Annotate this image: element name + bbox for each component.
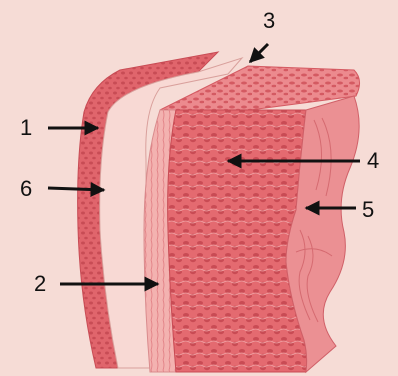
label-3: 3 bbox=[263, 10, 275, 32]
inner-tissue bbox=[168, 110, 307, 372]
label-1: 1 bbox=[20, 117, 32, 139]
label-2: 2 bbox=[34, 273, 46, 295]
arrow-6 bbox=[48, 188, 104, 190]
label-4: 4 bbox=[367, 150, 379, 172]
label-6: 6 bbox=[20, 178, 32, 200]
label-5: 5 bbox=[362, 199, 374, 221]
